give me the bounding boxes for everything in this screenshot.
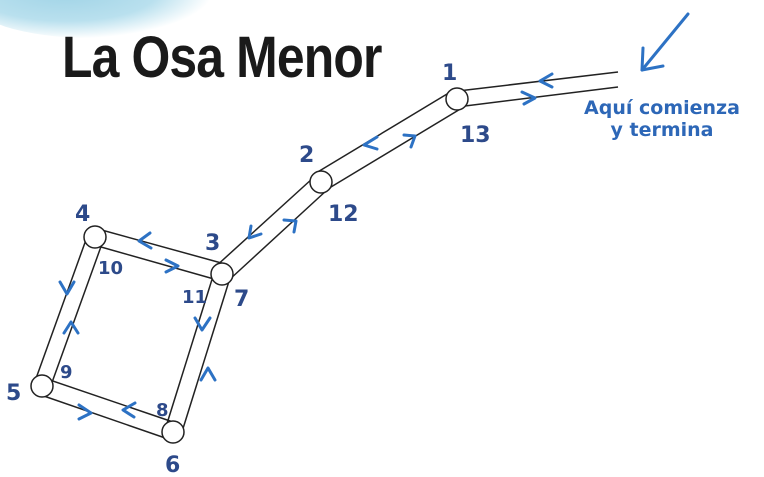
rail-3-4-b	[93, 244, 222, 282]
chevron-1-2-down	[362, 135, 379, 151]
chevron-3-4-right	[164, 258, 180, 274]
chevron-4-5-down	[58, 280, 76, 296]
star-node-5-9	[30, 374, 54, 398]
chevron-start-out	[520, 90, 537, 106]
chevron-2-3-up	[282, 218, 298, 234]
label-11: 11	[182, 287, 207, 308]
rail-5-6-a	[43, 377, 177, 424]
rail-1-2-b	[325, 107, 463, 191]
rail-6-7-b	[180, 277, 231, 436]
chevron-2-3-down	[247, 224, 263, 240]
label-12: 12	[328, 202, 359, 227]
chevron-1-2-up	[402, 133, 417, 149]
start-end-note: Aquí comienza y termina	[562, 97, 762, 141]
chevron-3-4-left	[137, 231, 153, 250]
rail-3-4-a	[97, 228, 226, 265]
rail-2-3-a	[213, 177, 314, 269]
path-start-line-1	[457, 71, 619, 92]
rail-5-6-b	[37, 393, 172, 441]
star-node-2-12	[309, 170, 333, 194]
path-start-line-2	[464, 86, 619, 107]
label-3: 3	[205, 231, 220, 256]
chevron-6-7-up	[199, 366, 217, 382]
label-8: 8	[156, 400, 169, 421]
label-6: 6	[165, 453, 180, 477]
note-line-2: y termina	[610, 119, 714, 141]
label-10: 10	[98, 258, 123, 279]
chevron-5-6-right	[77, 403, 93, 421]
label-4: 4	[75, 202, 90, 227]
rail-1-2-a	[315, 90, 453, 174]
rail-6-7-a	[164, 272, 215, 431]
label-2: 2	[299, 143, 314, 168]
start-pointer-arrow	[640, 12, 690, 72]
star-node-1-13	[445, 87, 469, 111]
chevron-4-5-up	[62, 320, 80, 335]
rail-4-5-a	[33, 236, 88, 385]
start-pointer-arrowhead	[640, 46, 665, 72]
chevron-start-in	[538, 72, 554, 89]
label-13: 13	[460, 123, 491, 148]
rail-2-3-b	[228, 189, 328, 281]
rail-4-5-b	[49, 240, 104, 389]
label-7: 7	[234, 287, 249, 312]
note-line-1: Aquí comienza	[584, 97, 740, 119]
chevron-5-6-left	[121, 401, 137, 419]
star-node-3-7-11	[210, 262, 234, 286]
star-node-4-10	[83, 225, 107, 249]
label-1: 1	[442, 61, 457, 86]
star-node-6	[161, 420, 185, 444]
label-9: 9	[60, 362, 73, 383]
page-title: La Osa Menor	[62, 25, 382, 90]
path-rails	[33, 90, 463, 441]
label-5: 5	[6, 381, 21, 406]
chevron-6-7-down	[193, 316, 212, 332]
